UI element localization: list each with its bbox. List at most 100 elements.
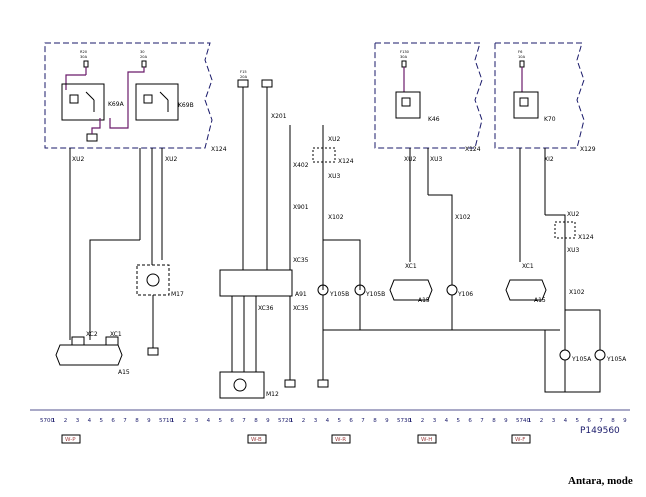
ground-m17 [147,347,159,356]
conn-x201: X201 [271,113,287,120]
grid-label: 9 [147,418,151,424]
fuse-amp-30: 20A [140,55,148,59]
grid-label: 7 [242,418,246,424]
label-y105b-2: Y105B [365,291,385,298]
grid-label: 9 [504,418,508,424]
grid-label: 3 [76,418,80,424]
grid-label: 6 [349,418,353,424]
label-m17: M17 [171,291,184,298]
grid-label: 6 [111,418,115,424]
relay-k69b-coil [143,94,153,104]
wire-k69b-feed [127,67,145,92]
grid-label: 2 [421,418,425,424]
ref-label-1: W-P [65,437,76,443]
conn-x102-c: X102 [569,289,585,296]
wire-k69a-feed [65,67,87,90]
conn-x402: X402 [293,162,309,169]
module-a91 [219,269,293,297]
ref-label-5: W-F [515,437,525,443]
block-label-x124-a: X124 [211,146,227,153]
module-a15-mid [389,279,433,301]
page-id: P149560 [580,426,620,436]
label-y105b: Y105B [329,291,349,298]
grid-label: 5 [457,418,461,424]
wire-y105b-grounds [322,295,361,380]
fuse-30 [141,60,147,68]
conn-xc1-c: XC1 [522,263,534,270]
relay-block-k46 [374,42,483,149]
wire-y105a-grounds [544,330,601,393]
label-a15-mid: A15 [418,297,430,304]
label-k69b: K69B [178,102,194,109]
grid-label: 1 [52,418,56,424]
valve-y105a-icon [559,349,571,361]
grid-label: 5730 [397,418,411,424]
block-label-x124-c: X124 [338,158,354,165]
relay-k69b-switch [159,91,169,112]
relay-k69a-ground [86,133,98,142]
fuse-amp-f15: 20A [240,75,248,79]
fuse-r20 [83,60,89,68]
label-k46: K46 [428,116,440,123]
grid-label: 3 [552,418,556,424]
grid-label: 5 [338,418,342,424]
grid-label: 4 [88,418,92,424]
module-a15-right [505,279,547,301]
fuse-f130 [401,60,407,68]
ground-y105b [317,379,329,388]
grid-label: 9 [266,418,270,424]
ref-label-4: W-H [421,437,432,443]
fuse-amp-f6: 10A [518,55,526,59]
grid-label: 3 [433,418,437,424]
wire-k69a-ground [91,118,101,134]
ref-box-5 [511,434,531,444]
fuse-amp-f130: 30A [400,55,408,59]
relay-k69a [61,83,105,121]
conn-x102-a: X102 [328,214,344,221]
grid-label: 1 [171,418,175,424]
label-a91: A91 [295,291,307,298]
label-a15-right: A15 [534,297,546,304]
label-y106: Y106 [457,291,473,298]
wire-k69-interlink [109,92,129,129]
valve-y106-icon [446,284,458,296]
conn-xi2: XI2 [544,156,554,163]
motor-m17 [146,273,160,287]
grid-label: 4 [207,418,211,424]
grid-label: 5 [219,418,223,424]
conn-xu2-c: XU2 [328,136,341,143]
label-k70: K70 [544,116,556,123]
wire-y105b [322,125,361,290]
fuse-f6 [519,60,525,68]
label-a15-left: A15 [118,369,130,376]
grid-label: 2 [64,418,68,424]
fuse-label-f15: F15 [240,70,247,74]
ref-label-2: W-B [251,437,262,443]
relay-k46-coil [401,97,411,107]
relay-k46 [395,91,421,119]
ref-box-4 [417,434,437,444]
grid-label: 5 [100,418,104,424]
fuse-label-f130: F130 [400,50,410,54]
grid-label: 8 [492,418,496,424]
grid-label: 3 [314,418,318,424]
fuse-f15b [261,79,273,88]
fuse-f15 [237,79,249,88]
grid-label: 2 [183,418,187,424]
wire-k46-outputs [409,148,429,262]
fuse-label-30: 30 [140,50,145,54]
module-a15-left [55,344,123,366]
grid-label: 4 [564,418,568,424]
motor-m12 [233,378,247,392]
conn-xc1-b: XC1 [405,263,417,270]
label-k69a: K69A [108,101,125,108]
grid-label: 2 [540,418,544,424]
fuse-label-r20: R20 [80,50,88,54]
valve-y105a-2-icon [594,349,606,361]
grid-label: 6 [230,418,234,424]
relay-k69a-switch [85,91,95,112]
grid-label: 5700 [40,418,54,424]
conn-xu3-c: XU3 [567,247,580,254]
